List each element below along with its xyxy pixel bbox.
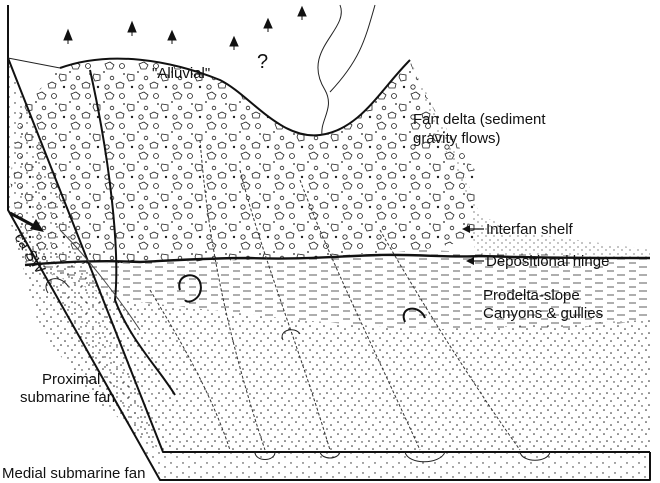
label-fan-delta-line2: gravity flows) (413, 130, 501, 147)
front-section (160, 452, 650, 480)
label-proximal-line2: submarine fan (20, 389, 115, 406)
label-interfan-shelf: Interfan shelf (486, 221, 574, 238)
label-canyons-gullies: Canyons & gullies (483, 305, 603, 322)
label-proximal-line1: Proximal (42, 371, 100, 388)
label-alluvial: "Alluvial" (152, 65, 210, 82)
label-depositional-hinge: Depositional hinge (486, 253, 609, 270)
label-question: ? (257, 51, 268, 73)
label-fan-delta-line1: Fan delta (sediment (413, 111, 546, 128)
label-medial-submarine-fan: Medial submarine fan (2, 465, 145, 482)
label-prodelta-slope: Prodelta-slope (483, 287, 580, 304)
